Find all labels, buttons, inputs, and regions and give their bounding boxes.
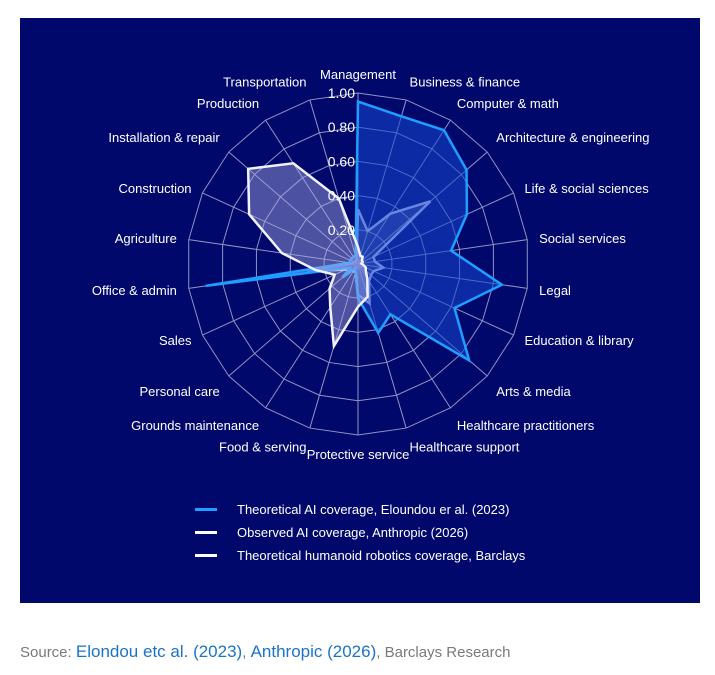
category-label-3: Architecture & engineering xyxy=(496,130,649,145)
grid-spoke-21 xyxy=(309,99,359,265)
grid-spoke-18 xyxy=(202,192,359,265)
legend-swatch-eloundou xyxy=(195,507,217,511)
category-label-10: Healthcare support xyxy=(410,440,520,455)
legend-label-anthropic: Observed AI coverage, Anthropic (2026) xyxy=(237,524,469,540)
category-label-1: Business & finance xyxy=(410,74,521,89)
radar-chart: 0.20 0.40 0.60 0.80 1.00 Management Business &… xyxy=(20,18,700,603)
legend-label-eloundou: Theoretical AI coverage, Eloundou er al.… xyxy=(237,501,510,517)
category-label-13: Grounds maintenance xyxy=(131,418,259,433)
category-label-12: Food & serving xyxy=(219,440,306,455)
category-label-18: Construction xyxy=(119,181,192,196)
category-label-7: Education & library xyxy=(524,333,634,348)
category-label-2: Computer & math xyxy=(457,96,559,111)
tick-label-4: 1.00 xyxy=(328,85,355,101)
category-label-6: Legal xyxy=(539,283,571,298)
category-label-19: Installation & repair xyxy=(108,130,220,145)
source-suffix: Barclays Research xyxy=(384,644,511,661)
category-label-5: Social services xyxy=(539,231,626,246)
grid-spoke-19 xyxy=(228,151,359,265)
grid-spoke-14 xyxy=(228,263,359,377)
legend-item-eloundou: Theoretical AI coverage, Eloundou er al.… xyxy=(195,499,509,519)
tick-label-2: 0.60 xyxy=(328,153,355,169)
tick-label-0: 0.20 xyxy=(328,222,355,238)
legend-label-barclays: Theoretical humanoid robotics coverage, … xyxy=(237,547,526,563)
category-label-9: Healthcare practitioners xyxy=(457,418,595,433)
grid-spoke-17 xyxy=(188,239,359,265)
category-label-16: Office & admin xyxy=(92,283,177,298)
source-link-anthropic[interactable]: Anthropic (2026) xyxy=(250,642,377,661)
source-sep-2: , xyxy=(376,644,385,661)
category-label-15: Sales xyxy=(159,333,192,348)
category-label-4: Life & social sciences xyxy=(524,181,649,196)
category-label-0: Management xyxy=(320,67,396,82)
grid-spoke-13 xyxy=(265,263,359,409)
category-label-14: Personal care xyxy=(139,384,219,399)
legend-item-barclays: Theoretical humanoid robotics coverage, … xyxy=(195,545,525,565)
legend-item-anthropic: Observed AI coverage, Anthropic (2026) xyxy=(195,522,468,542)
source-sep-1: , xyxy=(242,644,251,661)
grid-spoke-15 xyxy=(202,263,359,336)
category-label-8: Arts & media xyxy=(496,384,571,399)
category-label-11: Protective service xyxy=(307,447,410,462)
chart-panel: 0.20 0.40 0.60 0.80 1.00 Management Business &… xyxy=(20,18,700,603)
grid-spoke-20 xyxy=(265,119,359,265)
category-label-17: Agriculture xyxy=(115,231,177,246)
legend-swatch-barclays xyxy=(195,553,217,557)
source-prefix: Source: xyxy=(20,644,76,661)
tick-label-1: 0.40 xyxy=(328,188,355,204)
tick-label-3: 0.80 xyxy=(328,119,355,135)
category-label-20: Production xyxy=(197,96,259,111)
category-label-21: Transportation xyxy=(223,74,306,89)
legend-swatch-anthropic xyxy=(195,530,217,534)
source-line: Source: Elondou etc al. (2023), Anthropi… xyxy=(20,642,510,662)
source-link-elondou[interactable]: Elondou etc al. (2023) xyxy=(75,642,243,661)
